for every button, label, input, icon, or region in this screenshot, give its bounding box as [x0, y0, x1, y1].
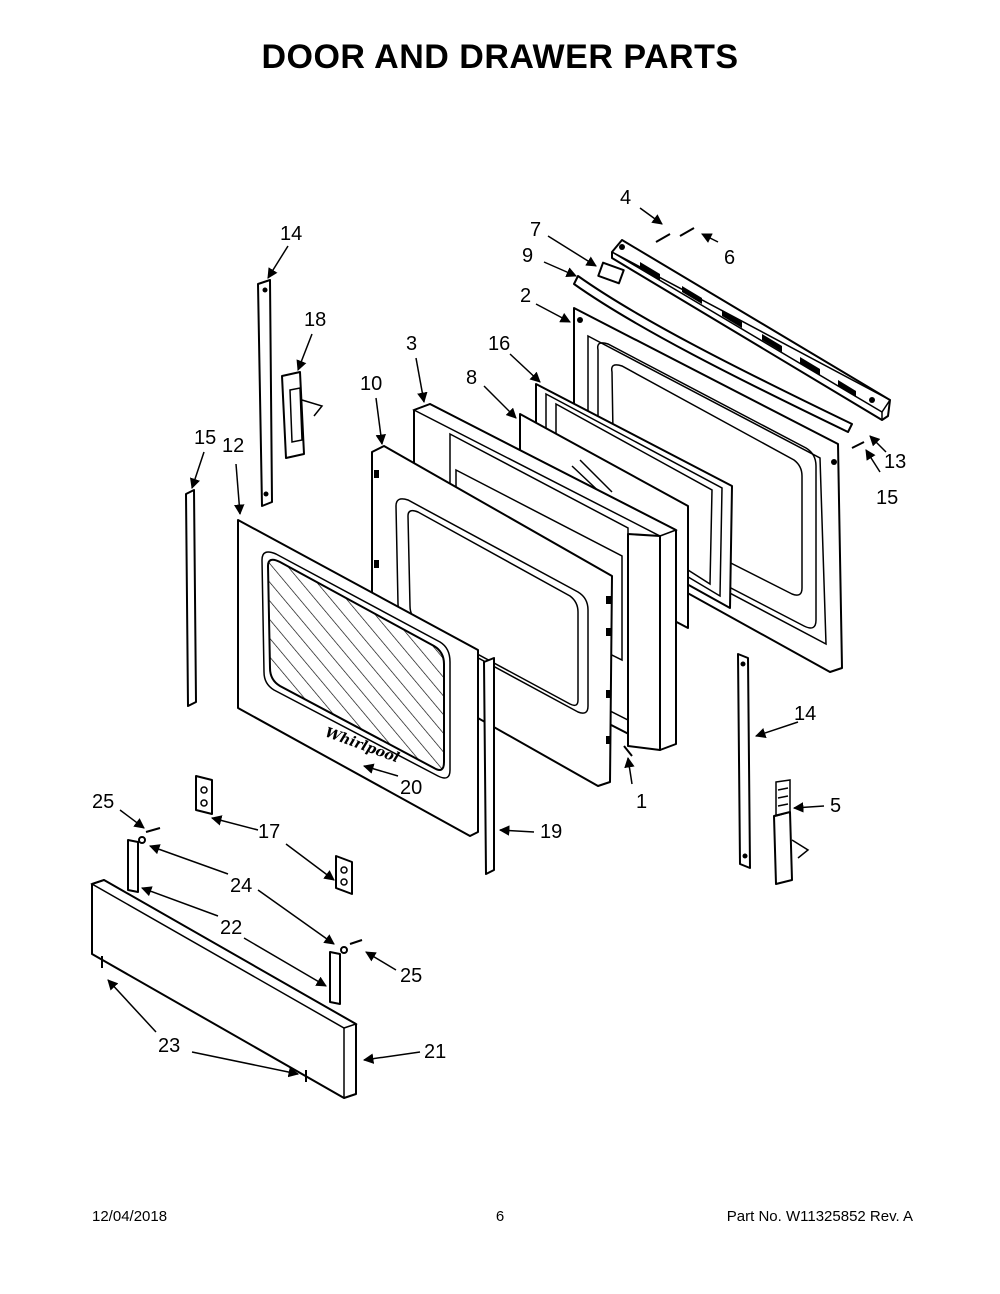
- callout-22: 22: [220, 917, 242, 939]
- door-side-trim-part: [483, 657, 495, 875]
- drawer-bracket-part: [195, 775, 353, 895]
- callout-12: 12: [222, 435, 244, 457]
- hinge-receiver-part: [257, 279, 273, 507]
- callout-25-left: 25: [92, 791, 114, 813]
- screw-part: [101, 956, 307, 1082]
- leader-lines: [107, 207, 887, 1078]
- callout-10: 10: [360, 373, 382, 395]
- callout-6: 6: [724, 247, 735, 269]
- callout-15-left: 15: [194, 427, 216, 449]
- callout-20: 20: [400, 777, 422, 799]
- callout-24: 24: [230, 875, 252, 897]
- callout-labels: 4 6 7 9 2 16 8 3 10 12 15 14 18 13 15 1 …: [92, 187, 906, 1063]
- callout-19: 19: [540, 821, 562, 843]
- hinge-part: [773, 779, 810, 885]
- callout-25-right: 25: [400, 965, 422, 987]
- screw-part: [655, 227, 695, 243]
- callout-17: 17: [258, 821, 280, 843]
- callout-7: 7: [530, 219, 541, 241]
- callout-23: 23: [158, 1035, 180, 1057]
- vent-trim-part: [611, 239, 892, 421]
- callout-2: 2: [520, 285, 531, 307]
- callout-4: 4: [620, 187, 631, 209]
- hinge-receiver-part: [737, 653, 751, 869]
- callout-13: 13: [884, 451, 906, 473]
- callout-18: 18: [304, 309, 326, 331]
- screw-part: [851, 441, 865, 449]
- callout-14-right: 14: [794, 703, 816, 725]
- outer-door-panel-part: Whirlpool: [237, 519, 479, 837]
- drawer-front-panel-part: [90, 879, 358, 1099]
- drawer-support-part: [127, 839, 341, 1005]
- channel-part: [573, 261, 853, 433]
- callout-9: 9: [522, 245, 533, 267]
- callout-15-right: 15: [876, 487, 898, 509]
- footer-part-number: Part No. W11325852 Rev. A: [726, 1208, 913, 1225]
- page-title: DOOR AND DRAWER PARTS: [261, 38, 739, 76]
- callout-3: 3: [406, 333, 417, 355]
- callout-1: 1: [636, 791, 647, 813]
- callout-21: 21: [424, 1041, 446, 1063]
- callout-16: 16: [488, 333, 510, 355]
- callout-8: 8: [466, 367, 477, 389]
- callout-14-left: 14: [280, 223, 302, 245]
- side-trim-part: [185, 489, 197, 707]
- footer-page-number: 6: [495, 1208, 505, 1225]
- footer-date: 12/04/2018: [92, 1208, 168, 1225]
- callout-5: 5: [830, 795, 841, 817]
- hinge-part: [281, 371, 324, 459]
- screw-part: [623, 745, 633, 757]
- screw-part: [138, 827, 363, 954]
